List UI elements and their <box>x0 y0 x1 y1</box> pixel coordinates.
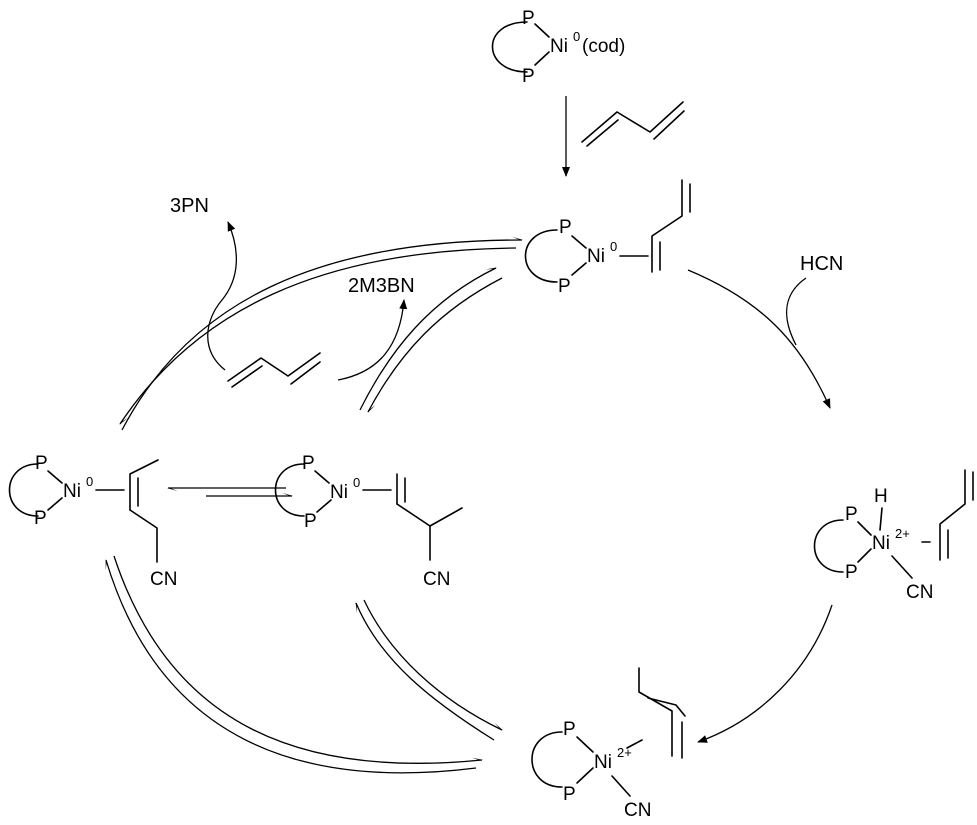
arrow-reductive-elim-2m3bn <box>355 601 495 741</box>
arrow-exchange-3pn-to-top <box>121 236 524 431</box>
hcn-label: HCN <box>800 253 843 275</box>
arrow-reductive-elim-3pn <box>105 558 477 774</box>
allyl-complex: P P Ni 2+ CN <box>531 667 686 821</box>
butadiene-entry <box>581 101 685 147</box>
oxidation-state: 0 <box>610 239 617 254</box>
nickel-label: Ni <box>872 533 890 554</box>
diphosphine-backbone <box>8 463 39 517</box>
phosphorus-label: P <box>302 453 315 474</box>
arrow-exchange-2m3bn-to-top <box>359 267 497 411</box>
phosphorus-label: P <box>559 217 572 238</box>
phosphorus-label: P <box>522 8 535 29</box>
butadiene-complex: P P Ni 0 <box>524 179 691 297</box>
phosphorus-label: P <box>563 784 576 805</box>
diphosphine-backbone <box>491 21 528 73</box>
nickel-label: Ni <box>587 246 605 267</box>
arrow-oxidative-add-2m3bn <box>363 599 503 731</box>
3pn-complex: P P Ni 0 CN <box>8 453 177 590</box>
arrow-oxidative-add-3pn <box>113 555 484 765</box>
phosphorus-label: P <box>845 504 858 525</box>
arrow-3pn-release <box>207 221 237 371</box>
butadiene-incoming-left <box>227 352 321 388</box>
3pn-product-label: 3PN <box>170 195 209 217</box>
cyanide-label: CN <box>906 582 933 603</box>
phosphorus-label: P <box>558 276 571 297</box>
hydride-label: H <box>874 486 888 507</box>
2m3bn-complex: P P Ni 0 CN <box>274 453 463 590</box>
oxidation-state: 2+ <box>617 745 632 760</box>
arrow-exchange-top-to-2m3bn <box>367 277 503 413</box>
hydrido-complex: P P Ni 2+ H CN <box>813 469 974 603</box>
arrow-exchange-top-to-3pn <box>119 247 517 425</box>
cyanide-label: CN <box>423 569 450 590</box>
cod-ligand-label: (cod) <box>582 36 625 57</box>
nickel-label: Ni <box>594 752 612 773</box>
phosphorus-label: P <box>35 453 48 474</box>
phosphorus-label: P <box>34 508 47 529</box>
cyanide-label: CN <box>150 569 177 590</box>
nickel-label: Ni <box>550 36 568 57</box>
cyanide-label: CN <box>624 800 651 821</box>
arrow-2m3bn-release <box>337 299 408 381</box>
precatalyst-complex: P P Ni 0 (cod) <box>491 8 625 87</box>
diphosphine-backbone <box>813 519 844 573</box>
nickel-label: Ni <box>63 481 81 502</box>
hcn-curve-in <box>786 277 807 346</box>
diphosphine-backbone <box>274 463 305 517</box>
diphosphine-backbone <box>524 229 558 283</box>
oxidation-state: 0 <box>353 475 360 490</box>
2m3bn-product-label: 2M3BN <box>348 275 415 297</box>
arrow-insertion <box>697 604 833 743</box>
phosphorus-label: P <box>845 562 858 583</box>
phosphorus-label: P <box>563 719 576 740</box>
diphosphine-backbone <box>531 731 563 788</box>
oxidation-state: 2+ <box>895 526 910 541</box>
arrow-oxidative-addition <box>687 269 831 409</box>
oxidation-state: 0 <box>573 29 580 44</box>
phosphorus-label: P <box>304 511 317 532</box>
oxidation-state: 0 <box>86 474 93 489</box>
nickel-label: Ni <box>330 482 348 503</box>
phosphorus-label: P <box>522 66 535 87</box>
